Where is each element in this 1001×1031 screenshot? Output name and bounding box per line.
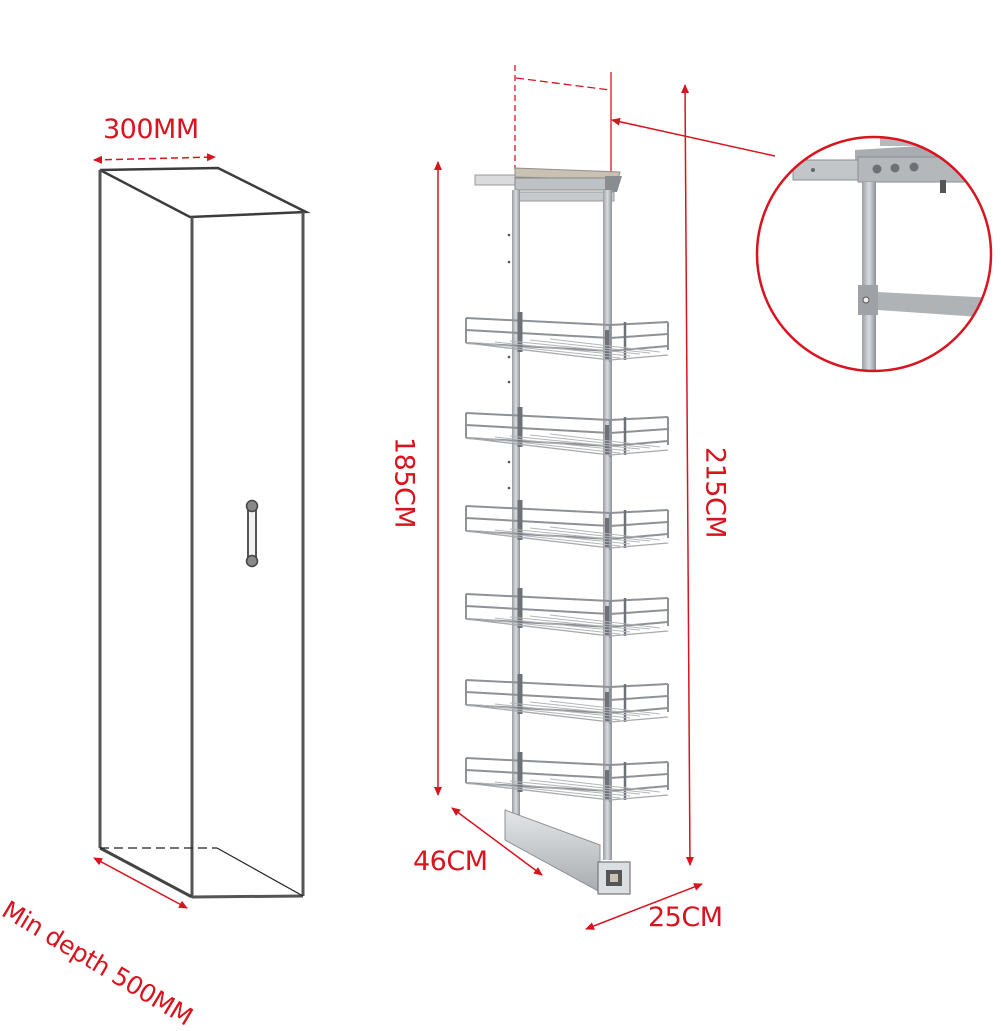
basket-stack <box>466 312 668 802</box>
depth-label: 46CM <box>413 846 488 877</box>
cabinet-handle <box>245 499 259 568</box>
depth-46-arrow <box>451 807 543 876</box>
bracket-detail-callout <box>755 135 993 373</box>
height-outer-label: 215CM <box>699 446 731 539</box>
height-inner-label: 185CM <box>388 436 420 529</box>
pullout-unit-drawing <box>474 65 622 860</box>
callout-pointer-arrow <box>611 117 776 157</box>
cabinet-depth-arrow <box>93 857 188 909</box>
cabinet-width-arrow <box>93 153 216 164</box>
width-25-arrow <box>585 883 703 930</box>
cabinet-drawing <box>98 166 311 899</box>
cabinet-width-label: 300MM <box>103 114 199 145</box>
diagram-canvas: 300MM Min depth 500MM 185CM 215CM 46CM 2… <box>0 65 993 1031</box>
width-label: 25CM <box>648 902 723 933</box>
height-215-arrow <box>681 84 694 866</box>
